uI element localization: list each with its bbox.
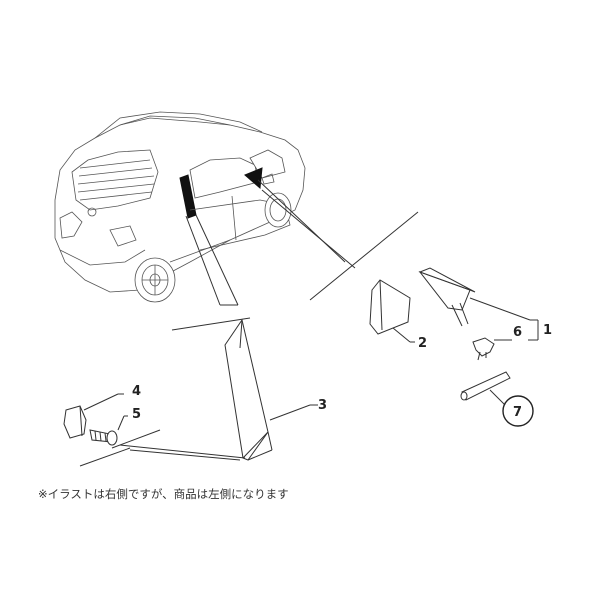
assembly-lines-left [79, 429, 246, 467]
disclaimer-note: ※イラストは右側ですが、商品は左側になります [38, 487, 289, 501]
callout-2: 2 [418, 336, 427, 351]
callout-6: 6 [513, 325, 522, 340]
part-5-screw [89, 415, 128, 446]
part-3-pillar-trim [224, 318, 318, 461]
callout-5: 5 [132, 407, 141, 422]
callout-7: 7 [513, 405, 522, 420]
car-illustration [54, 111, 306, 303]
callout-4: 4 [132, 384, 141, 399]
callout-3: 3 [318, 398, 327, 413]
part-6-clip [472, 337, 512, 361]
part-1-triangle-cover [418, 267, 539, 341]
part-7-rod [460, 371, 511, 406]
leader-lines [171, 179, 419, 331]
callout-1: 1 [543, 323, 552, 338]
part-2-bracket [369, 279, 415, 343]
part-4-clip-plate [63, 393, 124, 439]
callout-7-circle [502, 395, 534, 427]
